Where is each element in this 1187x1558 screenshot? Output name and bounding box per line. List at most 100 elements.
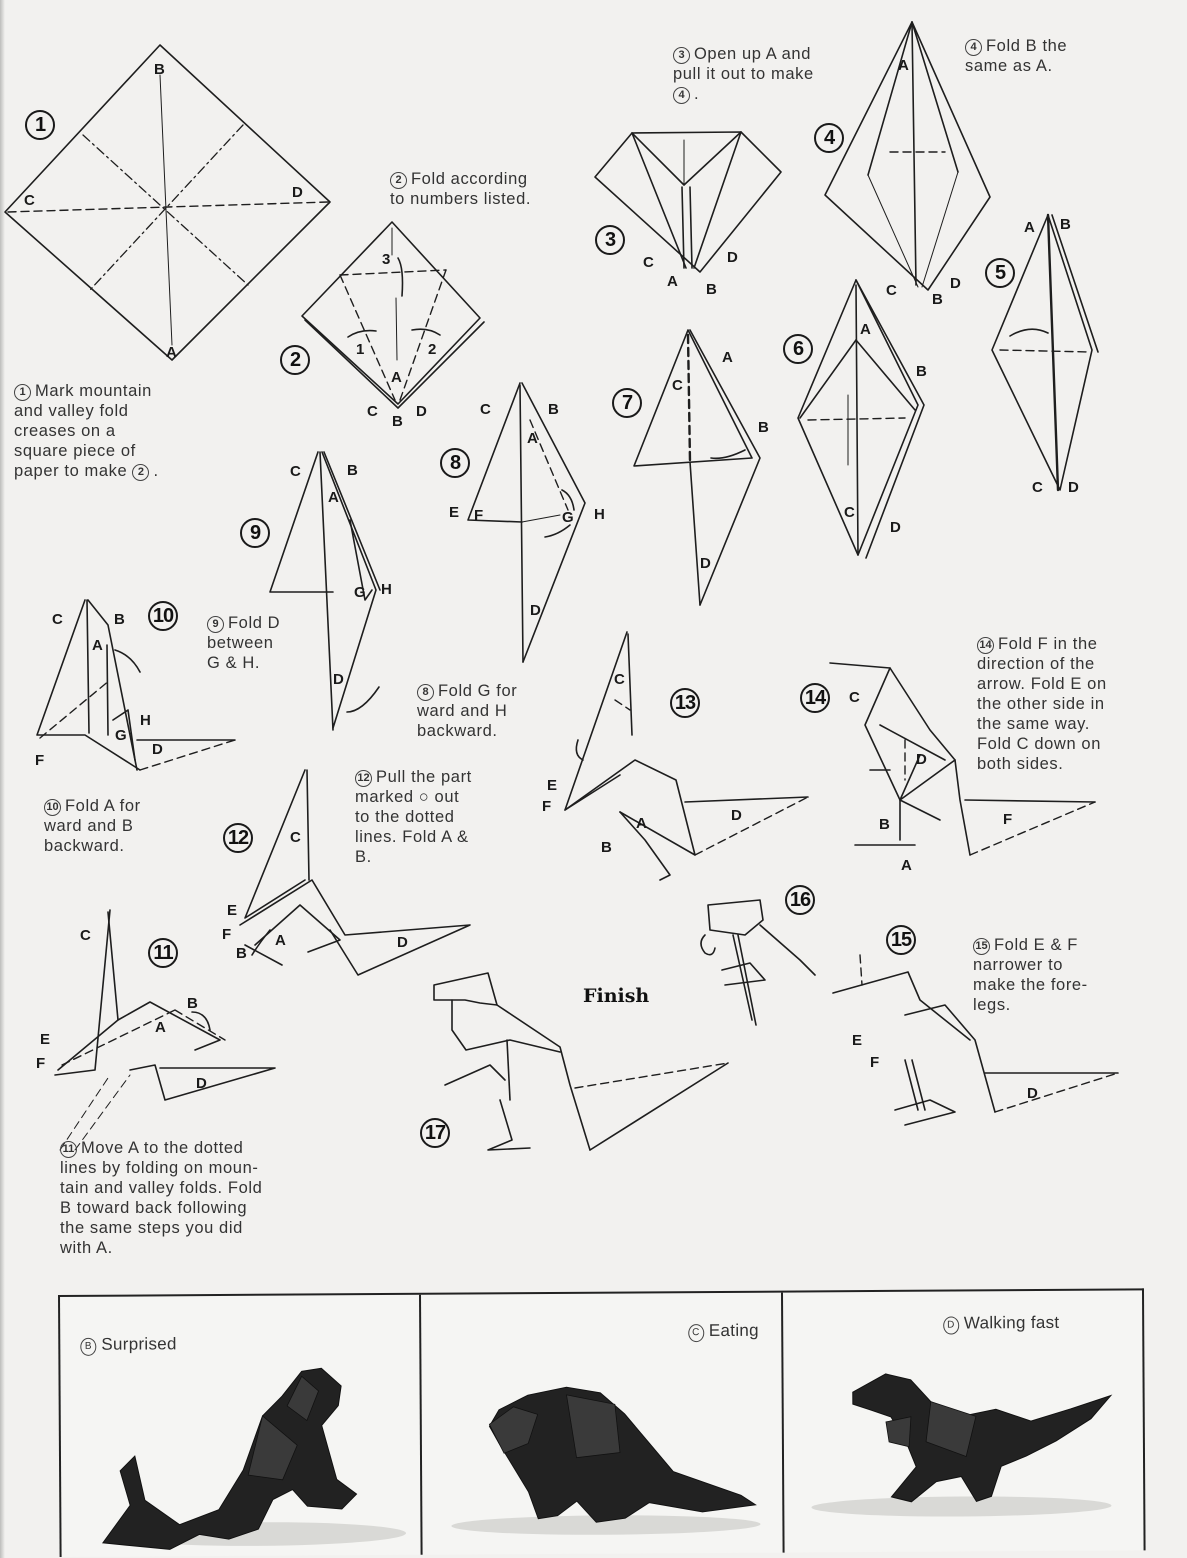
point-label-B: B <box>392 413 403 430</box>
fold-number-2: 2 <box>428 341 437 358</box>
point-label-E: E <box>547 777 558 794</box>
step-5-diagram <box>991 213 1099 492</box>
point-label-A: A <box>166 344 177 361</box>
point-label-A: A <box>275 932 286 949</box>
point-label-A: A <box>898 57 909 74</box>
point-label-A: A <box>636 815 647 832</box>
point-label-D: D <box>530 602 541 619</box>
point-label-E: E <box>449 504 460 521</box>
step-2-diagram <box>301 221 485 409</box>
step-number-7: 7 <box>612 388 642 418</box>
point-label-E: E <box>227 902 238 919</box>
point-label-C: C <box>614 671 625 688</box>
step-4-diagram <box>824 21 991 291</box>
point-label-B: B <box>879 816 890 833</box>
step-number-8: 8 <box>440 448 470 478</box>
step-number-9: 9 <box>240 518 270 548</box>
point-label-D: D <box>292 184 303 201</box>
point-label-A: A <box>391 369 402 386</box>
point-label-C: C <box>643 254 654 271</box>
point-label-G: G <box>354 584 366 601</box>
point-label-B: B <box>758 419 769 436</box>
point-label-B: B <box>236 945 247 962</box>
step-number-5: 5 <box>985 258 1015 288</box>
step-number-4: 4 <box>814 123 844 153</box>
point-label-F: F <box>870 1054 880 1071</box>
point-label-G: G <box>115 727 127 744</box>
step-number-3: 3 <box>595 225 625 255</box>
point-label-D: D <box>333 671 344 688</box>
dinosaur-photo-walking-fast <box>811 1373 1113 1517</box>
step-1-diagram <box>4 44 331 361</box>
fold-number-1: 1 <box>356 341 365 358</box>
step-9-diagram <box>269 451 381 731</box>
step-10-diagram <box>36 599 236 771</box>
point-label-F: F <box>542 798 552 815</box>
step-number-11: 11 <box>148 938 178 968</box>
point-label-D: D <box>1027 1085 1038 1102</box>
point-label-F: D <box>916 751 927 768</box>
point-label-G: G <box>562 509 574 526</box>
step-13-diagram <box>564 631 809 881</box>
step-15-diagram <box>832 954 1119 1126</box>
step-6-diagram <box>797 279 925 559</box>
step-11-diagram <box>54 909 276 1151</box>
step-number-12: 12 <box>223 823 253 853</box>
point-label-C: C <box>290 463 301 480</box>
point-label-F: F <box>35 752 45 769</box>
point-label-C: C <box>290 829 301 846</box>
point-label-B: B <box>154 61 165 78</box>
point-label-A: A <box>1024 219 1035 236</box>
point-label-D: D <box>727 249 738 266</box>
point-label-F: F <box>222 926 232 943</box>
page-edge-shadow <box>0 0 5 1558</box>
step-number-10: 10 <box>148 601 178 631</box>
point-label-C: C <box>480 401 491 418</box>
step-number-14: 14 <box>800 683 830 713</box>
point-label-B: B <box>601 839 612 856</box>
step-16-diagram <box>700 899 816 1026</box>
step-12-diagram <box>239 769 471 976</box>
point-label-E: E <box>40 1031 51 1048</box>
point-label-E: E <box>852 1032 863 1049</box>
finish-label: Finish <box>583 985 650 1007</box>
point-label-A: A <box>667 273 678 290</box>
point-label-A: A <box>722 349 733 366</box>
point-label-A: A <box>527 430 538 447</box>
step-number-15: 15 <box>886 925 916 955</box>
point-label-A: A <box>92 637 103 654</box>
point-label-A: A <box>860 321 871 338</box>
point-label-C: C <box>80 927 91 944</box>
point-label-B: B <box>916 363 927 380</box>
step-17-diagram <box>433 972 729 1151</box>
point-label-B: B <box>347 462 358 479</box>
point-label-F: F <box>474 507 484 524</box>
dinosaur-photo-eating <box>451 1386 761 1535</box>
point-label-D: D <box>152 741 163 758</box>
point-label-C: C <box>886 282 897 299</box>
fold-number-3: 3 <box>382 251 391 268</box>
point-label-D: D <box>731 807 742 824</box>
step-8-diagram <box>467 382 586 663</box>
point-label-C: C <box>367 403 378 420</box>
point-label-A: A <box>901 857 912 874</box>
step-number-16: 16 <box>785 885 815 915</box>
point-label-A: A <box>328 489 339 506</box>
point-label-D: D <box>397 934 408 951</box>
point-label-C: C <box>1032 479 1043 496</box>
point-label-B: B <box>932 291 943 308</box>
point-label-D: D <box>1068 479 1079 496</box>
